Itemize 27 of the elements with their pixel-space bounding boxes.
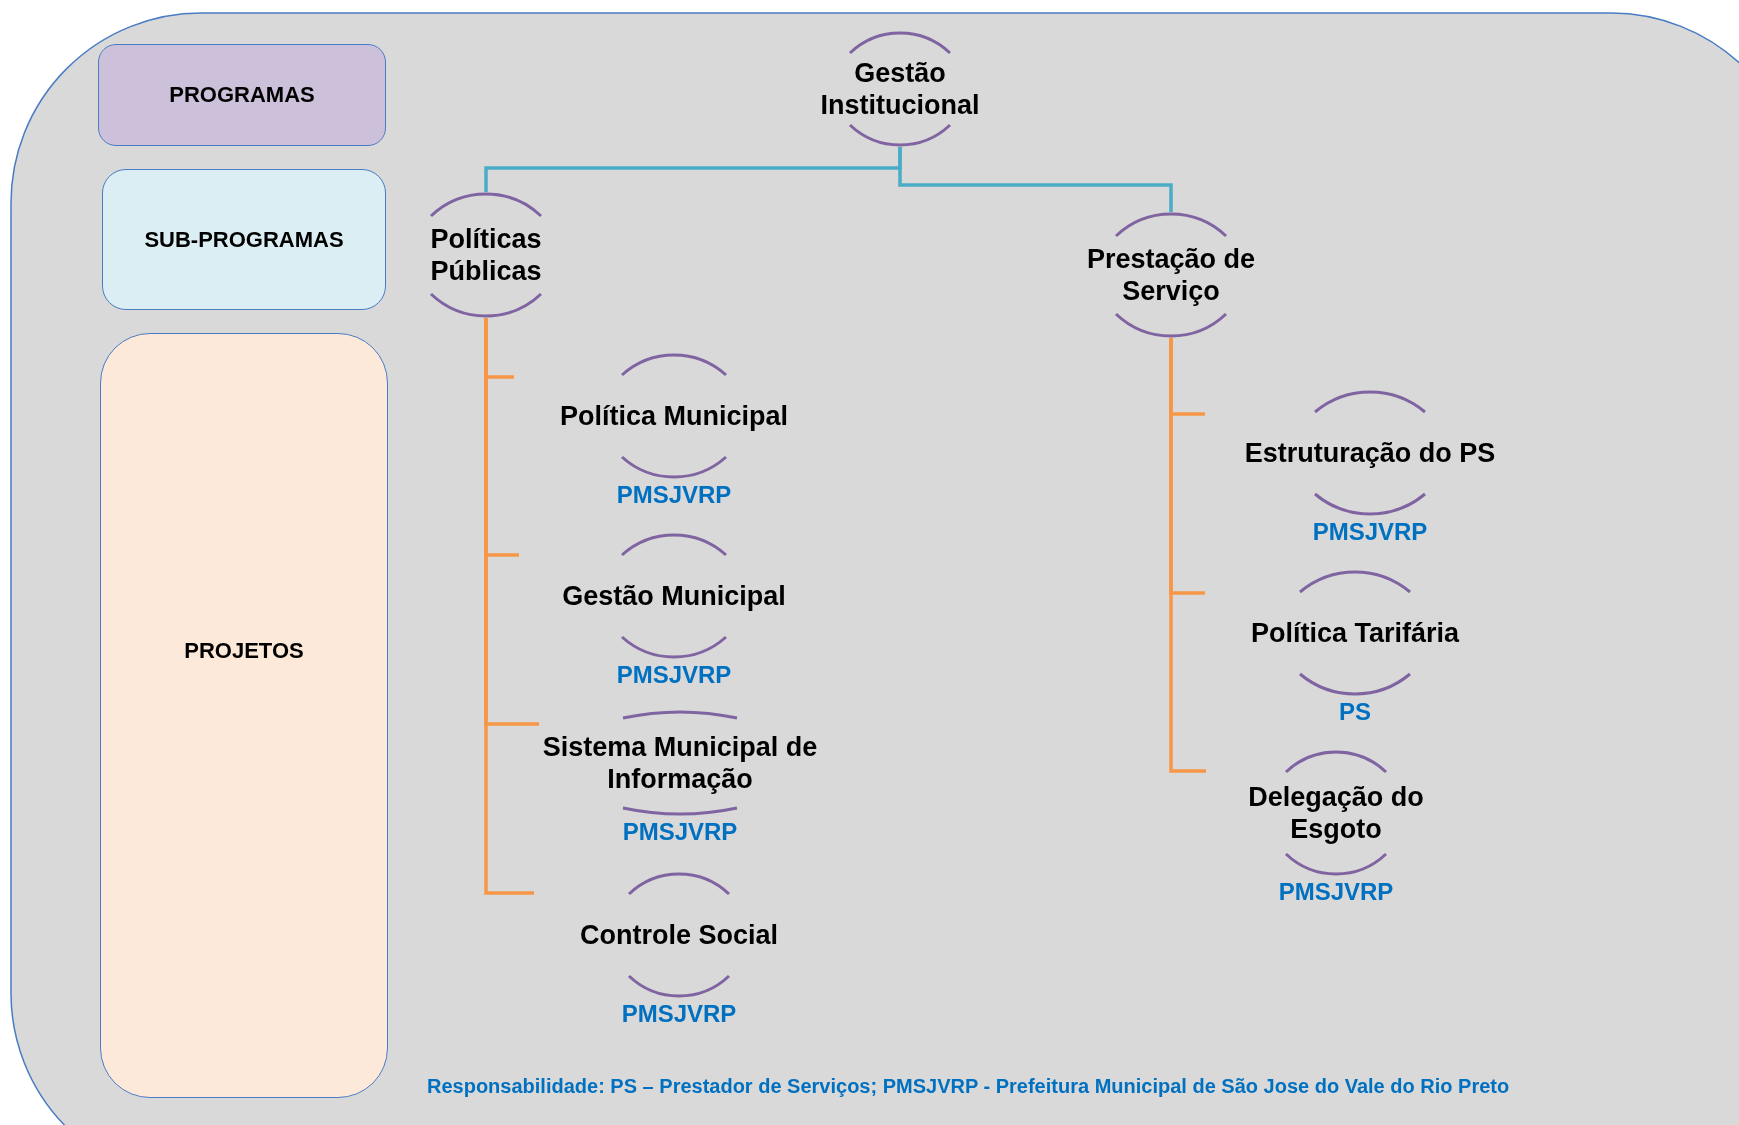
node-title: Controle Social: [580, 919, 778, 951]
level-box: [100, 333, 388, 1098]
node-title: Política Municipal: [559, 400, 788, 432]
responsibility-label: PMSJVRP: [622, 818, 738, 846]
footnote: Responsabilidade: PS – Prestador de Serviços; PMSJVRP - Prefeitura Municipal de São Jose do Vale do Rio Preto: [427, 1075, 1510, 1098]
responsibility-label: PS: [1339, 698, 1371, 726]
level-box: [98, 44, 386, 146]
node-title: Políticas Públicas: [429, 223, 543, 287]
node-title: Gestão Institucional: [819, 57, 981, 121]
level-label: PROJETOS: [184, 637, 304, 664]
responsibility-label: PMSJVRP: [1312, 518, 1428, 546]
node-title: Gestão Municipal: [562, 580, 786, 612]
responsibility-label: PMSJVRP: [616, 481, 732, 509]
node-title: Sistema Municipal de Informação: [541, 731, 819, 795]
connector-line: [484, 318, 534, 895]
node-title: Política Tarifária: [1250, 617, 1460, 649]
level-box: [102, 169, 386, 310]
responsibility-label: PMSJVRP: [1278, 878, 1394, 906]
connector-line: [1169, 338, 1206, 773]
responsibility-label: PMSJVRP: [621, 1000, 737, 1028]
level-label: SUB-PROGRAMAS: [144, 226, 344, 253]
level-label: PROGRAMAS: [169, 82, 315, 108]
node-title: Delegação do Esgoto: [1247, 781, 1425, 845]
node-title: Estruturação do PS: [1244, 437, 1496, 469]
responsibility-label: PMSJVRP: [616, 661, 732, 689]
connector-line: [898, 147, 1173, 212]
node-title: Prestação de Serviço: [1085, 243, 1257, 307]
